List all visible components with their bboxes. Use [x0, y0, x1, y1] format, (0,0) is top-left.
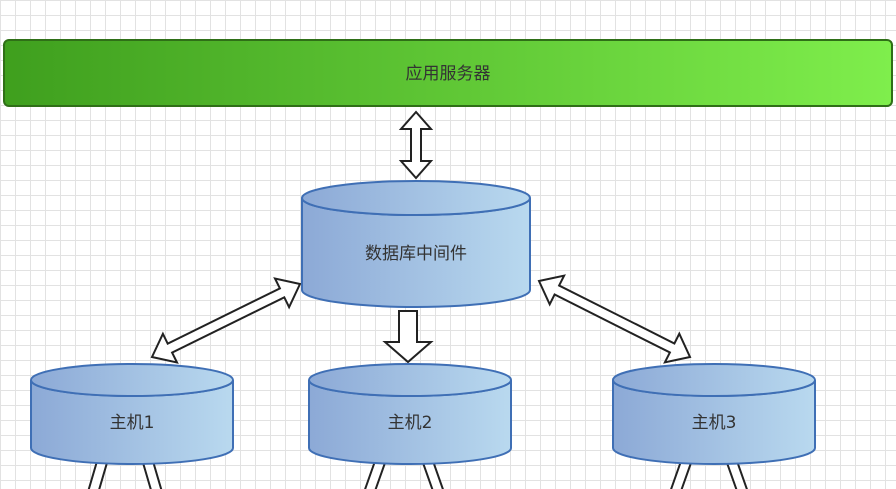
arrow-host-1-down-b	[141, 459, 163, 489]
arrow-middleware-host-2	[382, 310, 434, 364]
host-node-3: 主机3	[612, 363, 816, 465]
host-1-label: 主机1	[110, 413, 155, 433]
host-node-2: 主机2	[308, 363, 512, 465]
connector-arrows	[87, 110, 748, 489]
host-2-label: 主机2	[388, 413, 433, 433]
middleware-cylinder-top	[301, 180, 531, 216]
host-2-cylinder-top	[308, 363, 512, 397]
app-server-label: 应用服务器	[406, 64, 491, 84]
arrow-host-2-down-a	[364, 459, 386, 489]
arrow-host-1-down-a	[87, 459, 109, 489]
middleware-label: 数据库中间件	[365, 244, 467, 264]
host-3-label: 主机3	[692, 413, 737, 433]
app-server-box	[3, 39, 893, 107]
host-node-1: 主机1	[30, 363, 234, 465]
app-server-node: 应用服务器	[3, 39, 893, 107]
arrow-host-3-down-a	[670, 459, 692, 489]
arrow-middleware-host-3	[537, 274, 692, 364]
arrow-server-middleware	[398, 110, 434, 180]
middleware-node: 数据库中间件	[301, 180, 531, 308]
host-1-cylinder-top	[30, 363, 234, 397]
host-3-cylinder-top	[612, 363, 816, 397]
arrow-middleware-host-1	[150, 277, 302, 364]
